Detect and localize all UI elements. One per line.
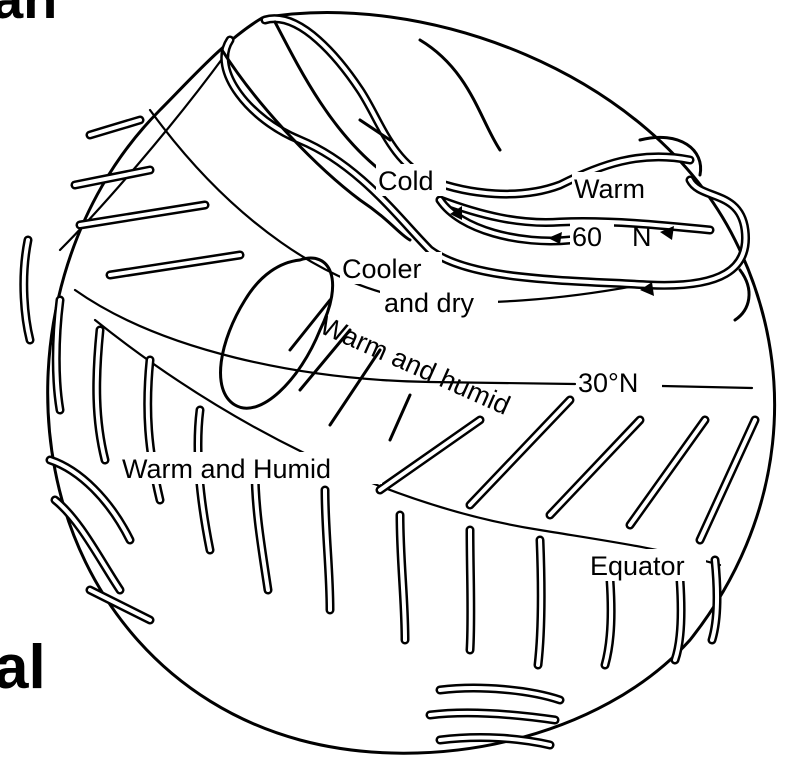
heading-fragment-bottom: al [0,633,46,702]
heading-fragment-top: an [0,0,57,30]
cooler-air-loop [221,258,333,408]
globe-outline [48,13,775,754]
n-label: N [632,222,652,252]
lower-swirls [50,460,560,745]
and-dry-label: and dry [384,288,475,318]
latitude-30-line-right [662,386,752,388]
thirty-north-label: 30°N [578,368,638,398]
jet-stream-loops [222,19,749,320]
westerly-wind-arrows [75,120,240,275]
cooler-label: Cooler [342,254,422,284]
warm-label: Warm [574,174,645,204]
trade-wind-arrows [380,400,755,540]
cold-label: Cold [378,166,434,196]
sixty-label: 60 [572,222,602,252]
warm-humid-low-label: Warm and Humid [122,454,331,484]
equator-label: Equator [590,551,685,581]
